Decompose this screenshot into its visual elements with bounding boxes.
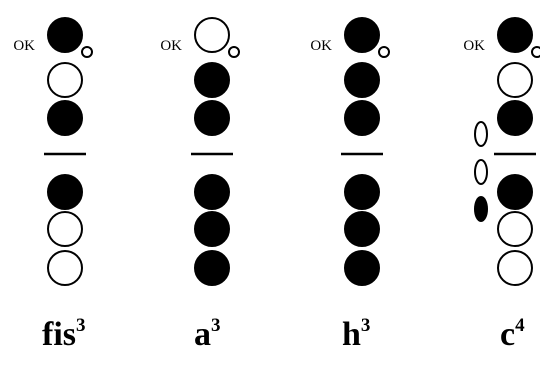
lower-hole-1-c4-closed	[497, 174, 533, 210]
upper-hole-2-c4-closed	[497, 100, 533, 136]
note-name: a	[194, 316, 211, 353]
octave-number: 4	[515, 315, 525, 336]
upper-hole-1-c4-open	[497, 62, 533, 98]
lower-hole-3-fis3-open	[47, 250, 83, 286]
lower-hole-2-c4-open	[497, 211, 533, 247]
lower-hole-2-fis3-open	[47, 211, 83, 247]
trill-key-2-c4-open	[474, 159, 488, 185]
lower-hole-3-a3-closed	[194, 250, 230, 286]
register-key-label: OK	[463, 38, 485, 54]
lower-hole-2-a3-closed	[194, 211, 230, 247]
upper-hole-1-fis3-open	[47, 62, 83, 98]
trill-key-3-c4-closed	[474, 196, 488, 222]
upper-hole-2-h3-closed	[344, 100, 380, 136]
octave-number: 3	[211, 315, 221, 336]
lower-hole-1-h3-closed	[344, 174, 380, 210]
register-key-h3-open	[378, 46, 390, 58]
lower-hole-2-h3-closed	[344, 211, 380, 247]
note-label-fis3: fis3	[42, 315, 86, 353]
note-name: c	[500, 316, 516, 353]
register-key-fis3-open	[81, 46, 93, 58]
register-key-a3-open	[228, 46, 240, 58]
note-label-a3: a3	[194, 315, 221, 353]
note-name: h	[342, 316, 361, 353]
lower-hole-1-a3-closed	[194, 174, 230, 210]
register-key-label: OK	[13, 38, 35, 54]
upper-hole-2-fis3-closed	[47, 100, 83, 136]
thumb-hole-c4-closed	[497, 17, 533, 53]
note-name: fis	[42, 316, 76, 353]
upper-hole-1-a3-closed	[194, 62, 230, 98]
upper-hole-1-h3-closed	[344, 62, 380, 98]
note-label-h3: h3	[342, 315, 371, 353]
lower-hole-3-h3-closed	[344, 250, 380, 286]
octave-number: 3	[360, 315, 371, 336]
octave-number: 3	[76, 315, 86, 336]
upper-hole-2-a3-closed	[194, 100, 230, 136]
note-label-c4: c4	[500, 315, 525, 353]
register-key-label: OK	[310, 38, 332, 54]
lower-hole-3-c4-open	[497, 250, 533, 286]
register-key-c4-open	[531, 46, 540, 58]
trill-key-1-c4-open	[474, 121, 488, 147]
register-key-label: OK	[160, 38, 182, 54]
lower-hole-1-fis3-closed	[47, 174, 83, 210]
thumb-hole-fis3-closed	[47, 17, 83, 53]
thumb-hole-h3-closed	[344, 17, 380, 53]
thumb-hole-a3-open	[194, 17, 230, 53]
